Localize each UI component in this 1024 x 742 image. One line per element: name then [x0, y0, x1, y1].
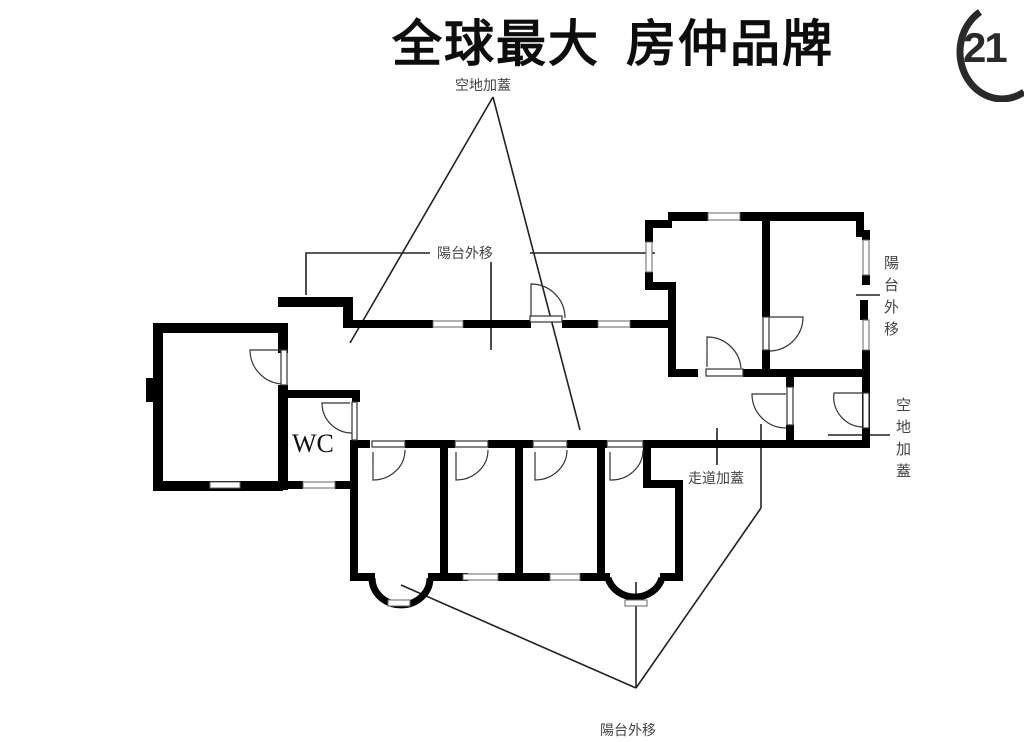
svg-text:空: 空 [896, 396, 911, 414]
svg-text:陽: 陽 [884, 254, 899, 272]
svg-text:蓋: 蓋 [896, 462, 911, 480]
banner-slogan: 全球最大房仲品牌 [392, 12, 834, 76]
svg-text:台: 台 [884, 276, 899, 294]
svg-text:加: 加 [896, 440, 911, 458]
wc-label: WC [292, 429, 334, 458]
banner-right-text: 房仲品牌 [626, 15, 834, 73]
walls [146, 212, 870, 581]
svg-text:移: 移 [884, 320, 899, 338]
svg-text:地: 地 [896, 418, 911, 436]
label-vacant-land-right: 空 地 加 蓋 [896, 396, 911, 480]
doors [249, 283, 870, 481]
leader-lines [305, 96, 890, 689]
label-balcony-moved-top: 陽台外移 [437, 246, 493, 262]
label-vacant-land-top: 空地加蓋 [455, 78, 511, 94]
logo-number: 21 [963, 24, 1008, 71]
label-balcony-moved-right: 陽 台 外 移 [884, 254, 899, 338]
svg-text:外: 外 [884, 298, 899, 316]
century21-logo: 21 [940, 6, 1024, 103]
logo-arc-icon [956, 9, 1024, 103]
label-corridor-added: 走道加蓋 [688, 471, 744, 487]
windows [209, 212, 870, 607]
label-balcony-moved-bottom: 陽台外移 [600, 723, 656, 739]
banner-left-text: 全球最大 [392, 15, 600, 73]
